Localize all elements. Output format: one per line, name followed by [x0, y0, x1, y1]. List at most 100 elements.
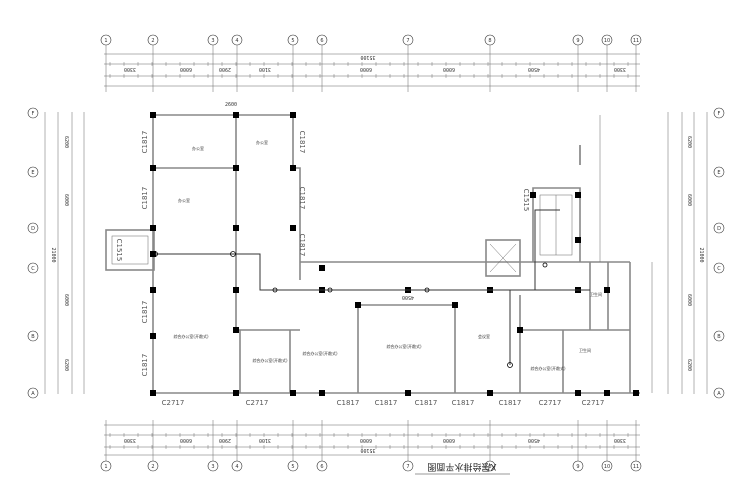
axis-label: A	[31, 391, 35, 397]
structural-column	[604, 287, 610, 293]
right-segment-dim: 6200	[686, 359, 692, 371]
structural-column	[233, 287, 239, 293]
axis-bubble	[630, 460, 642, 472]
structural-column	[319, 390, 325, 396]
axis-bubble	[484, 460, 496, 472]
left-segment-dim: 6000	[63, 194, 69, 206]
top-segment-dim: 3100	[259, 66, 271, 72]
axis-bubble	[231, 34, 243, 46]
left-total-dim: 21000	[50, 247, 56, 262]
bottom-segment-dim: 3300	[614, 437, 626, 443]
plan-title: X层给排水平面图	[427, 461, 496, 473]
structural-column	[233, 390, 239, 396]
room-label: 综合办公室(开敞式)	[302, 350, 338, 356]
room-label: 卫生间	[590, 291, 602, 297]
axis-label: 5	[291, 464, 294, 470]
axis-label: 2	[151, 464, 154, 470]
axis-label: 2	[151, 38, 154, 44]
axis-label: 7	[406, 38, 409, 44]
axis-label: 5	[291, 38, 294, 44]
axis-bubble	[484, 34, 496, 46]
axis-label: 1	[104, 464, 107, 470]
window-label-mid: C1817	[298, 187, 306, 210]
room-label: 办公室	[256, 139, 268, 145]
top-segment-dim: 2900	[219, 66, 231, 72]
axis-label: B	[717, 334, 721, 340]
structural-column	[405, 390, 411, 396]
window-label-bottom: C1817	[415, 399, 438, 407]
top-segment-dim: 3300	[124, 66, 136, 72]
window-label-mid: C1817	[298, 131, 306, 154]
axis-bubble	[27, 222, 39, 234]
plumbing-pipes	[152, 145, 590, 368]
room-label: 会议室	[478, 333, 490, 339]
axis-bubble	[316, 460, 328, 472]
top-segment-dim: 6000	[443, 66, 455, 72]
building-walls	[105, 114, 653, 394]
structural-column	[150, 165, 156, 171]
bottom-segment-dim: 2900	[219, 437, 231, 443]
axis-label: 4	[235, 464, 238, 470]
room-label: 综合办公室(开敞式)	[386, 343, 422, 349]
window-label-stair-left: C1515	[115, 239, 123, 262]
axis-label: E	[31, 170, 34, 176]
structural-column	[150, 225, 156, 231]
window-label-left: C1817	[141, 131, 149, 154]
axis-bubble	[207, 34, 219, 46]
window-label-bottom: C2717	[246, 399, 269, 407]
room-label: 办公室	[192, 145, 204, 151]
right-segment-dim: 6200	[686, 136, 692, 148]
structural-column	[575, 192, 581, 198]
axis-label: 8	[488, 464, 491, 470]
structural-column	[290, 390, 296, 396]
top-total-dim: 35100	[360, 54, 375, 60]
structural-column	[233, 327, 239, 333]
axis-label: 11	[633, 38, 639, 44]
left-segment-dim: 6200	[63, 359, 69, 371]
axis-label: E	[717, 170, 720, 176]
axis-bubble	[713, 222, 725, 234]
center-dim: 4500	[402, 294, 414, 300]
window-label-bottom: C2717	[539, 399, 562, 407]
axis-label: 9	[576, 38, 579, 44]
structural-column	[150, 112, 156, 118]
structural-column	[633, 390, 639, 396]
axis-bubble	[207, 460, 219, 472]
window-label-bottom: C2717	[162, 399, 185, 407]
room-label: 综合办公室(开敞式)	[530, 365, 566, 371]
window-label-bottom: C1817	[499, 399, 522, 407]
room-labels: 办公室办公室办公室综合办公室(开敞式)综合办公室(开敞式)综合办公室(开敞式)综…	[173, 139, 602, 371]
window-label-left: C1817	[141, 301, 149, 324]
bottom-segment-dim: 4500	[528, 437, 540, 443]
structural-column	[233, 225, 239, 231]
structural-column	[150, 333, 156, 339]
window-label-bottom: C1817	[452, 399, 475, 407]
axis-bubble	[27, 107, 39, 119]
axis-bubble	[713, 330, 725, 342]
structural-column	[487, 390, 493, 396]
structural-column	[233, 165, 239, 171]
right-segment-dim: 6000	[686, 194, 692, 206]
axis-label: 10	[604, 38, 610, 44]
axis-bubble	[713, 387, 725, 399]
axis-label: F	[32, 111, 35, 117]
axis-label: 9	[576, 464, 579, 470]
axis-label: 8	[488, 38, 491, 44]
structural-column	[319, 265, 325, 271]
window-label-bottom: C1817	[337, 399, 360, 407]
axis-label: F	[718, 111, 721, 117]
axis-label: A	[717, 391, 721, 397]
structural-column	[290, 225, 296, 231]
structural-column	[290, 112, 296, 118]
axis-label: 11	[633, 464, 639, 470]
window-label-stair-right: C1515	[522, 189, 530, 212]
axis-bubble	[713, 107, 725, 119]
structural-column	[150, 390, 156, 396]
axis-bubble	[601, 460, 613, 472]
axis-bubble	[630, 34, 642, 46]
